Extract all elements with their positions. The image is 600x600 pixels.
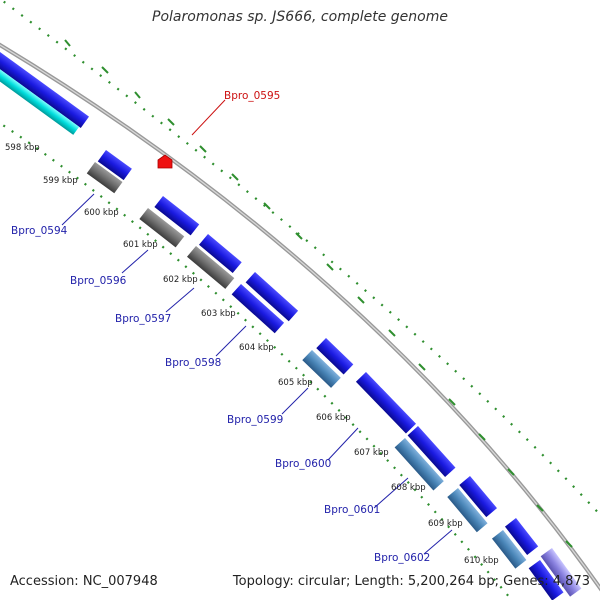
gene-label-bpro-0598[interactable]: Bpro_0598 [165,357,221,369]
cds-arrow[interactable] [528,560,564,600]
kbp-label: 606 kbp [316,413,351,423]
cds-arrow[interactable] [540,548,582,597]
kbp-label: 610 kbp [464,556,499,566]
cds-arrow[interactable] [504,518,539,555]
cds-arrow[interactable] [86,162,123,194]
cds-arrow[interactable] [0,60,80,135]
genome-backbone-highlight [0,44,600,590]
genome-backbone [0,42,600,592]
kbp-label: 607 kbp [354,448,389,458]
gene-label-bpro-0595[interactable]: Bpro_0595 [224,90,280,102]
gene-labels: Bpro_0595 Bpro_0594 Bpro_0596 Bpro_0597 … [11,90,430,564]
kbp-label: 608 kbp [391,483,426,493]
cds-arrow[interactable] [0,52,89,128]
cds-arrow[interactable] [316,338,354,375]
mid-tick-marks [64,39,573,548]
kbp-label: 599 kbp [43,176,78,186]
topology-summary: Topology: circular; Length: 5,200,264 bp… [232,574,590,589]
kbp-label: 598 kbp [5,143,40,153]
cds-arrow[interactable] [199,234,242,274]
accession-text: Accession: NC_007948 [10,574,158,589]
kbp-label: 601 kbp [123,240,158,250]
red-pentagon-marker-icon[interactable] [157,154,173,169]
kbp-labels: 598 kbp 599 kbp 600 kbp 601 kbp 602 kbp … [5,143,499,566]
gene-label-bpro-0594[interactable]: Bpro_0594 [11,225,68,237]
gene-label-bpro-0597[interactable]: Bpro_0597 [115,313,171,325]
gene-arrows [0,52,582,600]
cds-arrow[interactable] [245,272,299,322]
cds-arrow[interactable] [231,284,285,334]
kbp-label: 600 kbp [84,208,119,218]
kbp-label: 603 kbp [201,309,236,319]
kbp-label: 604 kbp [239,343,274,353]
cds-arrow[interactable] [139,208,185,248]
cds-arrow[interactable] [154,196,200,236]
cds-arrow[interactable] [302,350,341,388]
inner-tick-track [0,121,514,600]
cds-arrow[interactable] [187,246,235,289]
cds-arrow[interactable] [394,438,444,491]
cds-arrow[interactable] [447,488,488,533]
cds-arrow[interactable] [97,150,132,181]
label-leader-lines [61,99,453,555]
cds-arrow[interactable] [407,426,456,477]
gene-label-bpro-0602[interactable]: Bpro_0602 [374,552,430,564]
cds-arrow[interactable] [491,530,527,569]
gene-label-bpro-0599[interactable]: Bpro_0599 [227,414,283,426]
kbp-label: 609 kbp [428,519,463,529]
cds-arrow[interactable] [355,372,417,434]
map-title: Polaromonas sp. JS666, complete genome [152,9,448,25]
kbp-label: 605 kbp [278,378,313,388]
kbp-label: 602 kbp [163,275,198,285]
gene-label-bpro-0600[interactable]: Bpro_0600 [275,458,331,470]
gene-label-bpro-0596[interactable]: Bpro_0596 [70,275,127,287]
gene-label-bpro-0601[interactable]: Bpro_0601 [324,504,380,516]
cds-arrow[interactable] [459,476,497,518]
